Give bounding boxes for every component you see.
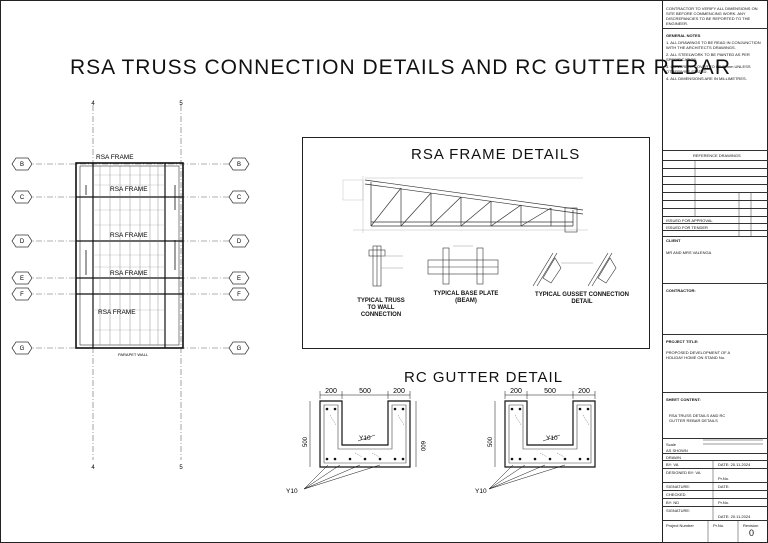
dim-top: 200 [325,388,337,395]
grid-col-bottom: 5 [179,465,183,471]
designed-by: DESIGNED BY: VA [666,470,701,475]
grid-label-right: F [237,292,241,298]
caption-truss-wall: TYPICAL TRUSS TO WALL CONNECTION [357,298,405,318]
gutter-sections: 200 500 200 200 500 200 500 600 500 Y10 … [286,388,596,495]
revision-label: Revision [743,523,759,528]
gutter-title: RC GUTTER DETAIL [404,369,564,386]
plan-note: PARAPET WALL [118,352,149,357]
general-note: 2. ALL STEELWORK TO BE PAINTED AS PER SP… [666,52,750,62]
pr-no: Pr.No. [718,500,730,505]
issued-for-tender: ISSUED FOR TENDER [666,225,708,230]
grid-label-left: E [20,276,24,282]
top-note: CONTRACTOR TO VERIFY ALL DIMENSIONS ON S… [666,6,758,26]
page-title: RSA TRUSS CONNECTION DETAILS AND RC GUTT… [70,56,731,79]
rsa-frame-plan: B C D E F G B C D E F G 4 5 4 5 RSA FRAM… [11,101,250,471]
dim-side: 500 [488,436,494,447]
checked-by: BY: ND [666,500,680,505]
date-drawn: DATE: 20.11.2024 [718,462,751,467]
project-title: PROPOSED DEVELOPMENT OF A HOLIDAY HOME O… [666,350,730,360]
bar-label-bottom: Y10 [286,488,298,495]
grid-label-left: C [20,195,25,201]
bar-label: Y10 [359,435,371,442]
signature: SIGNATURE: [666,508,691,513]
scale-value: AS SHOWN [666,448,688,453]
bar-label-bottom: Y10 [475,488,487,495]
project-number-label: Project Number [666,523,694,528]
bar-label: Y10 [546,435,558,442]
dim-top: 200 [510,388,522,395]
general-note: 4. ALL DIMENSIONS ARE IN MILLIMETRES. [666,76,747,81]
gutter-section-left [303,391,417,490]
drawn-label: DRAWN [666,455,681,460]
grid-label-left: G [20,346,25,352]
truss-elevation [342,176,617,287]
title-block-lines [694,160,763,543]
signature: SIGNATURE: [666,484,691,489]
sheet-content-label: SHEET CONTENT: [666,397,701,402]
dim-side: 500 [303,436,309,447]
grid-col-bottom: 4 [91,465,95,471]
grid-label-left: D [20,239,25,245]
general-notes-heading: GENERAL NOTES [666,33,701,38]
grid-label-right: G [237,346,242,352]
grid-label-left: F [20,292,24,298]
project-title-label: PROJECT TITLE: [666,339,699,344]
checked-label: CHECKED [666,492,686,497]
date-checked: DATE: 20.11.2024 [718,514,751,519]
caption-base-plate: TYPICAL BASE PLATE (BEAM) [433,291,499,304]
grid-label-right: E [237,276,241,282]
contractor-label: CONTRACTOR: [666,288,696,293]
sheet-content: RSA TRUSS DETAILS AND RC GUTTER REBAR DE… [669,413,726,423]
drawn-by: BY: VA [666,462,679,467]
grid-label-left: B [20,162,24,168]
panel-label: RSA FRAME [110,270,148,277]
pr-no: Pr.No. [718,476,730,481]
grid-col-top: 5 [179,101,183,107]
client-name: MR AND MRS VALENGA [666,250,712,255]
dim-top: 200 [393,388,405,395]
frame-details-panel: RSA FRAME DETAILS [302,137,650,349]
panel-label: RSA FRAME [110,232,148,239]
panel-label: RSA FRAME [110,186,148,193]
grid-label-right: B [237,162,241,168]
revision-value: 0 [749,528,755,538]
title-block: CONTRACTOR TO VERIFY ALL DIMENSIONS ON S… [662,0,768,543]
grid-label-right: C [237,195,242,201]
frame-details-title: RSA FRAME DETAILS [411,146,581,163]
panel-label: RSA FRAME [98,309,136,316]
dim-top: 200 [578,388,590,395]
grid-col-top: 4 [91,101,95,107]
general-note: 3. CONCRETE COVER TO BE 25mm UNLESS OTHE… [666,64,751,74]
gutter-section-right [488,391,596,490]
pr-no: Pr.No. [713,523,725,528]
issued-for-approval: ISSUED FOR APPROVAL [666,218,713,223]
reference-drawings-label: REFERENCE DRAWINGS [693,153,741,158]
general-note: 1. ALL DRAWINGS TO BE READ IN CONJUNCTIO… [666,40,761,50]
dim-top: 500 [359,388,371,395]
frame-label: RSA FRAME [96,154,134,161]
dim-side: 600 [419,441,425,452]
caption-gusset: TYPICAL GUSSET CONNECTION DETAIL [535,292,629,305]
scale-label: Scale [666,442,677,447]
client-label: CLIENT [666,238,681,243]
dim-top: 500 [544,388,556,395]
date-label: DATE: [718,484,730,489]
grid-label-right: D [237,239,242,245]
